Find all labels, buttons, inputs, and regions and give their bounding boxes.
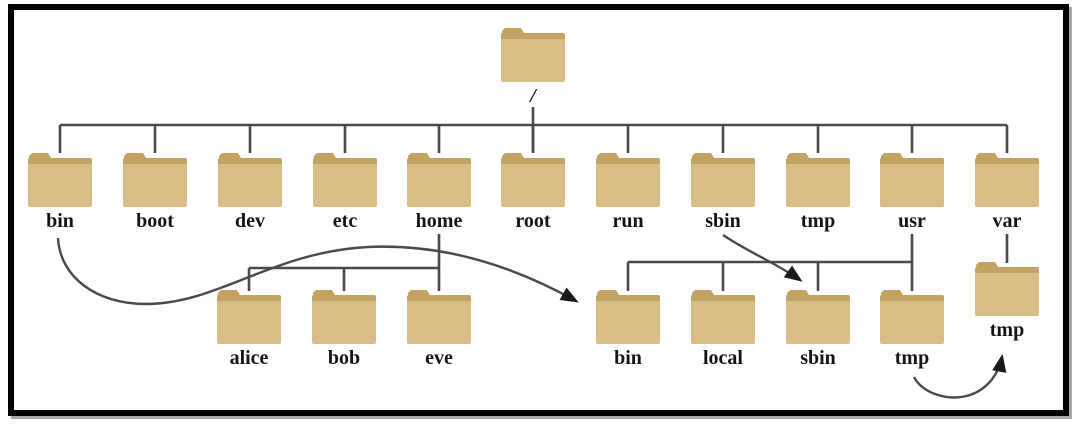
folder-label: home: [415, 210, 463, 232]
folder-label: bin: [614, 347, 642, 369]
folder-icon: [880, 290, 944, 344]
folder-icon: [407, 153, 471, 207]
folder-icon: [786, 153, 850, 207]
folder-label: /: [530, 85, 536, 107]
folder-label: bin: [46, 210, 74, 232]
folder-label: dev: [235, 210, 265, 232]
folder-node-run: run: [583, 153, 673, 233]
folder-label: root: [515, 210, 551, 232]
folder-node-var-tmp: tmp: [962, 262, 1052, 342]
folder-icon: [880, 153, 944, 207]
folder-label: tmp: [894, 347, 930, 369]
folder-node-home: home: [394, 153, 484, 233]
folder-icon: [218, 153, 282, 207]
level1-stub-lines: [58, 125, 1009, 153]
folder-node-root: /: [488, 28, 578, 108]
folder-label: run: [612, 210, 644, 232]
folder-label: sbin: [800, 347, 836, 369]
home-subtree-lines: [247, 234, 441, 291]
folder-icon: [313, 153, 377, 207]
folder-node-usr-local: local: [678, 290, 768, 370]
folder-node-sbin: sbin: [678, 153, 768, 233]
folder-node-dev: dev: [205, 153, 295, 233]
folder-label: eve: [425, 347, 453, 369]
folder-label: local: [703, 347, 743, 369]
folder-node-home-alice: alice: [204, 290, 294, 370]
folder-node-home-bob: bob: [299, 290, 389, 370]
folder-node-etc: etc: [300, 153, 390, 233]
folder-label: alice: [229, 347, 269, 369]
folder-icon: [501, 153, 565, 207]
folder-node-root-dir: root: [488, 153, 578, 233]
folder-node-usr-sbin: sbin: [773, 290, 863, 370]
folder-node-tmp: tmp: [773, 153, 863, 233]
folder-label: sbin: [705, 210, 741, 232]
folder-icon: [691, 290, 755, 344]
folder-node-var: var: [962, 153, 1052, 233]
folder-icon: [596, 153, 660, 207]
folder-label: tmp: [800, 210, 836, 232]
folder-node-home-eve: eve: [394, 290, 484, 370]
folder-label: var: [992, 210, 1022, 232]
folder-label: etc: [332, 210, 358, 232]
folder-node-bin: bin: [15, 153, 105, 233]
folder-icon: [312, 290, 376, 344]
folder-icon: [786, 290, 850, 344]
folder-icon: [217, 290, 281, 344]
folder-node-boot: boot: [110, 153, 200, 233]
folder-icon: [123, 153, 187, 207]
folder-icon: [407, 290, 471, 344]
folder-node-usr-bin: bin: [583, 290, 673, 370]
folder-node-usr-tmp: tmp: [867, 290, 957, 370]
folder-icon: [501, 28, 565, 82]
symlink-arrow-usr-tmp-to-var-tmp: [912, 353, 1007, 399]
symlink-arrow-bin-to-usr-bin: [56, 237, 579, 306]
folder-label: tmp: [989, 319, 1025, 341]
folder-icon: [691, 153, 755, 207]
folder-label: boot: [136, 210, 174, 232]
folder-node-usr: usr: [867, 153, 957, 233]
folder-icon: [975, 262, 1039, 316]
folder-label: bob: [327, 347, 361, 369]
symlink-arrow-sbin-to-usr-sbin: [722, 234, 803, 282]
folder-label: usr: [898, 210, 926, 232]
folder-icon: [28, 153, 92, 207]
folder-icon: [975, 153, 1039, 207]
folder-icon: [596, 290, 660, 344]
